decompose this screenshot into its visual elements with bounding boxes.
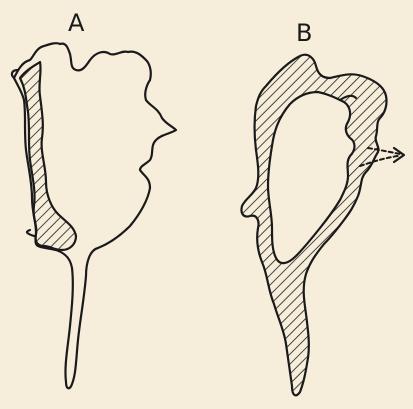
panel-b-cavity — [268, 92, 355, 263]
panel-a: A — [12, 9, 176, 388]
panel-b-arrow-head — [394, 148, 404, 162]
panel-a-hatched-wall — [20, 62, 76, 250]
panel-a-label: A — [68, 9, 85, 37]
panel-b-label: B — [296, 19, 312, 47]
panel-a-notch — [27, 230, 34, 236]
panel-b: B — [241, 19, 404, 395]
